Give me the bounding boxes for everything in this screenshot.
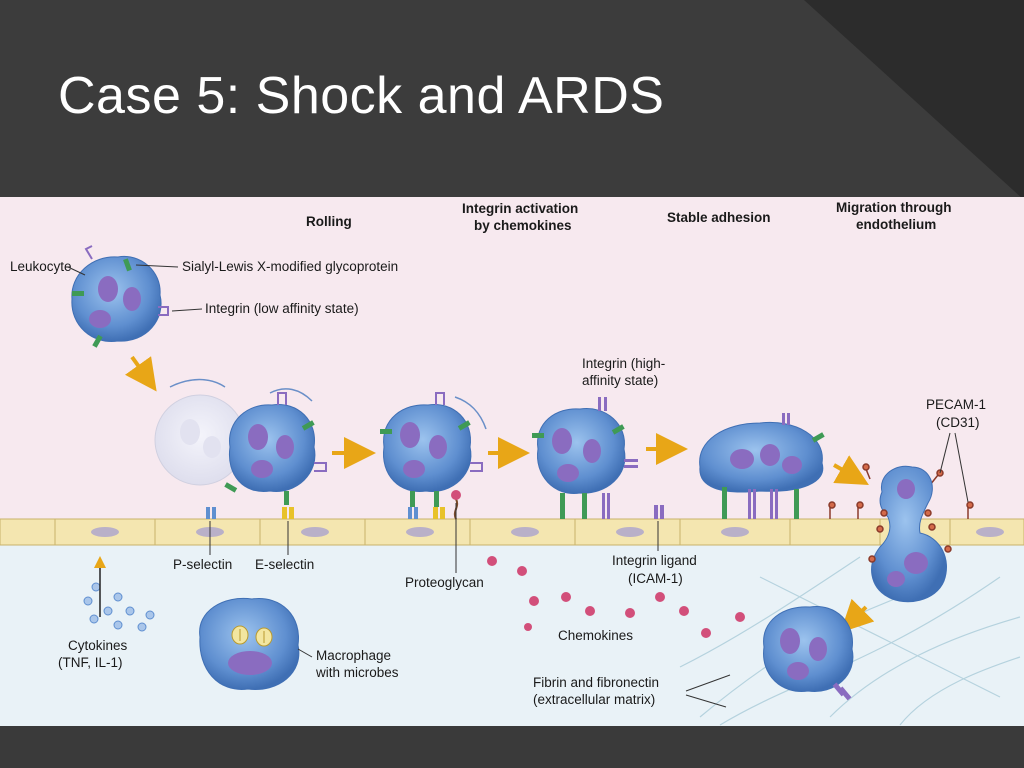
label-chemokines: Chemokines <box>558 628 633 643</box>
macrophage-with-microbes <box>199 597 300 690</box>
macrophage-pointer <box>297 648 313 658</box>
label-integrin-ligand-line2: (ICAM-1) <box>628 571 683 586</box>
stage-stable-adhesion: Stable adhesion <box>667 210 771 225</box>
p-selectin-molecule <box>206 507 216 519</box>
selectins-2 <box>408 507 445 519</box>
sialyl-lewis-pointer <box>135 264 179 268</box>
label-fibrin-line2: (extracellular matrix) <box>533 692 655 707</box>
label-sialyl-lewis: Sialyl-Lewis X-modified glycoprotein <box>182 259 398 274</box>
pecam-on-cell <box>868 509 952 563</box>
leukocyte-migrating <box>871 465 948 603</box>
label-macrophage-line1: Macrophage <box>316 648 391 663</box>
bottom-band <box>0 726 1024 768</box>
label-leukocyte: Leukocyte <box>10 259 72 274</box>
label-integrin-ligand-line1: Integrin ligand <box>612 553 697 568</box>
integrin-low-pointer <box>171 308 203 312</box>
flow-arrow-5 <box>833 455 869 485</box>
label-integrin-high-line1: Integrin (high- <box>582 356 665 371</box>
stage-integrin-activation-line2: by chemokines <box>474 218 572 233</box>
leukocyte-stable-adhesion <box>699 413 825 519</box>
flow-arrow-1 <box>125 355 157 392</box>
pecam-1-molecules <box>828 463 974 519</box>
stage-rolling: Rolling <box>306 214 352 229</box>
slide-title: Case 5: Shock and ARDS <box>58 67 665 125</box>
pecam-pointer-1 <box>939 432 951 474</box>
label-p-selectin: P-selectin <box>173 557 232 572</box>
leukocyte-in-tissue <box>763 606 854 701</box>
stage-integrin-activation-line1: Integrin activation <box>462 201 578 216</box>
leukocyte-pointer <box>67 266 86 276</box>
leukocyte-cell-1 <box>71 245 169 348</box>
e-selectin-molecule <box>282 507 294 519</box>
leukocyte-activating <box>380 392 487 507</box>
leukocyte-rolling <box>224 388 327 505</box>
label-pecam-line2: (CD31) <box>936 415 980 430</box>
chemokine-dots <box>487 556 745 638</box>
label-cytokines-line1: Cytokines <box>68 638 128 653</box>
fibrin-pointer-2 <box>685 694 727 708</box>
icam-1-molecule <box>654 505 664 519</box>
stage-migration-line2: endothelium <box>856 217 936 232</box>
label-macrophage-line2: with microbes <box>315 665 399 680</box>
label-fibrin-line1: Fibrin and fibronectin <box>533 675 659 690</box>
label-proteoglycan: Proteoglycan <box>405 575 484 590</box>
endothelium <box>0 518 1024 546</box>
stage-migration-line1: Migration through <box>836 200 951 215</box>
label-integrin-low: Integrin (low affinity state) <box>205 301 359 316</box>
corner-accent <box>804 0 1024 200</box>
label-cytokines-line2: (TNF, IL-1) <box>58 655 123 670</box>
label-pecam-line1: PECAM-1 <box>926 397 986 412</box>
label-integrin-high-line2: affinity state) <box>582 373 658 388</box>
leukocyte-high-affinity <box>532 397 638 519</box>
cytokine-dots <box>83 582 155 632</box>
vessel-lumen <box>0 197 1024 527</box>
label-e-selectin: E-selectin <box>255 557 314 572</box>
flow-arrow-6 <box>840 598 875 633</box>
ghost-leukocyte <box>154 378 246 486</box>
fibrin-pointer-1 <box>685 674 731 692</box>
leukocyte-extravasation-diagram: Rolling Integrin activation by chemokine… <box>0 197 1024 726</box>
tissue-region <box>0 542 1024 726</box>
pecam-pointer-2 <box>954 432 969 503</box>
